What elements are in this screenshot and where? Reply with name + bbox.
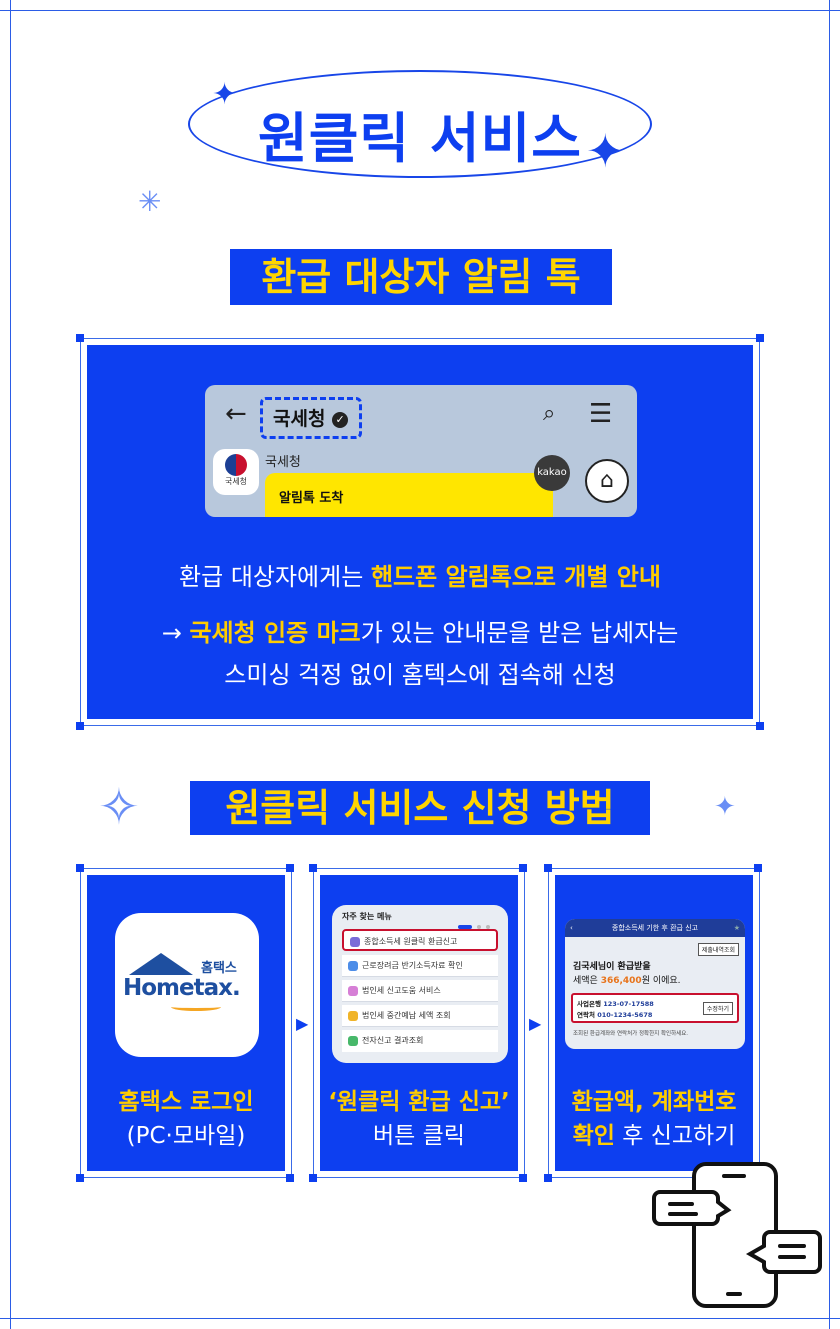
step-arrow-icon: ▶ [529,1014,542,1033]
edit-button[interactable]: 수정하기 [702,1002,733,1015]
confirm-notice: 조회된 환급계좌와 연락처가 정확한지 확인하세요. [573,1031,689,1037]
menu-item-oneclick[interactable]: 종합소득세 원클릭 환급신고 [342,929,498,951]
menu-item-icon [348,961,358,971]
corner-handle [756,722,764,730]
step1-label: 홈택스 로그인 (PC·모바일) [118,1089,254,1149]
history-button[interactable]: 제출내역조회 [697,943,739,956]
step-card-bg: 홈택스 Hometax. 홈택스 로그인 (PC·모바일) [87,875,285,1171]
message-bubble-text: 알림톡 도착 [279,491,344,506]
hometax-app-icon[interactable]: 홈택스 Hometax. [115,913,259,1057]
menu-item-icon [348,1036,358,1046]
pager-dots [458,914,498,948]
menu-item-icon [348,1011,358,1021]
step-card-login: 홈택스 Hometax. 홈택스 로그인 (PC·모바일) [80,868,292,1178]
search-icon[interactable]: ⌕ [543,401,556,426]
back-arrow-icon: ← [225,399,247,429]
verified-check-icon: ✓ [332,411,349,428]
main-title: 원클릭 서비스 [258,107,582,170]
frame-line-bottom [0,1318,840,1319]
notification-panel: ← 국세청 ✓ ⌕ ☰ 국세청 국세청 알림톡 도착 kakao ⌂ 환급 대상… [80,338,760,726]
notice-line-2-highlight: 국세청 인증 마크 [189,619,361,647]
account-info-box: 사업은행 123-07-17588 연락처 010-1234-5678 수정하기 [571,993,739,1023]
bank-row: 사업은행 123-07-17588 [577,1000,654,1008]
frame-line-left [10,0,11,1329]
logo-swoosh [171,1003,221,1011]
menu-item-icon [350,937,360,947]
menu-item-icon [348,986,358,996]
menu-item[interactable]: 법인세 신고도움 서비스 [342,980,498,1002]
house-roof-icon [129,953,193,975]
menu-icon[interactable]: ☰ [589,399,613,429]
menu-item[interactable]: 법인세 중간예납 세액 조회 [342,1005,498,1027]
kakao-badge-icon: kakao [534,455,570,491]
sparkle-icon: ✦ [586,124,625,178]
corner-handle [756,334,764,342]
sparkle-icon: ✦ [212,77,238,112]
back-chevron-icon[interactable]: ‹ [570,924,573,932]
menu-screen-mock: 자주 찾는 메뉴 종합소득세 원클릭 환급신고 근로장려금 반기소득자료 확인 … [332,905,508,1063]
refund-screen-mock: ‹ 종합소득세 기한 후 환급 신고 ★ 제출내역조회 김국세님이 환급받을 세… [565,919,745,1049]
step2-label: ‘원클릭 환급 신고’ 버튼 클릭 [328,1089,510,1149]
notice-line-1-highlight: 핸드폰 알림톡으로 개별 안내 [370,563,661,591]
step3-label: 환급액, 계좌번호 확인 후 신고하기 [571,1089,737,1149]
step-card-bg: ‹ 종합소득세 기한 후 환급 신고 ★ 제출내역조회 김국세님이 환급받을 세… [555,875,753,1171]
refund-screen-header: ‹ 종합소득세 기한 후 환급 신고 ★ [565,919,745,937]
corner-handle [544,864,552,872]
notice-line-1: 환급 대상자에게는 핸드폰 알림톡으로 개별 안내 [179,563,661,591]
corner-handle [76,722,84,730]
sender-name: 국세청 [265,455,301,470]
chat-header-name: 국세청 ✓ [273,404,349,431]
step-card-confirm: ‹ 종합소득세 기한 후 환급 신고 ★ 제출내역조회 김국세님이 환급받을 세… [548,868,760,1178]
corner-handle [309,864,317,872]
sender-avatar: 국세청 [213,449,259,495]
verified-highlight-box [260,397,362,439]
logo-small-text: 홈택스 [201,961,237,976]
logo-main-text: Hometax. [123,975,241,1001]
kakao-chat-mock: ← 국세청 ✓ ⌕ ☰ 국세청 국세청 알림톡 도착 kakao ⌂ [205,385,637,517]
title-badge: 원클릭 서비스 [188,70,652,178]
refund-line-2: 세액은 366,400원 이에요. [573,976,681,986]
phone-chat-illustration [652,1162,822,1308]
corner-handle [76,334,84,342]
home-icon[interactable]: ⌂ [585,459,629,503]
star-icon[interactable]: ★ [733,924,740,932]
avatar-label: 국세청 [224,477,248,486]
menu-item[interactable]: 전자신고 결과조회 [342,1030,498,1052]
corner-handle [519,1174,527,1182]
emblem-icon [225,454,247,476]
menu-title: 자주 찾는 메뉴 [342,912,392,921]
title-ellipse [188,70,652,178]
corner-handle [76,864,84,872]
corner-handle [519,864,527,872]
sparkle-icon: ✦ [714,792,736,822]
section2-heading: 원클릭 서비스 신청 방법 [190,781,650,835]
refund-line-1: 김국세님이 환급받을 [573,962,651,972]
corner-handle [309,1174,317,1182]
frame-line-top [0,10,840,11]
frame-line-right [829,0,830,1329]
notification-panel-bg: ← 국세청 ✓ ⌕ ☰ 국세청 국세청 알림톡 도착 kakao ⌂ 환급 대상… [87,345,753,719]
notice-line-3: 스미싱 걱정 없이 홈텍스에 접속해 신청 [224,661,616,689]
menu-item[interactable]: 근로장려금 반기소득자료 확인 [342,955,498,977]
refund-amount: 366,400 [600,976,642,986]
corner-handle [754,864,762,872]
notice-line-2: → 국세청 인증 마크가 있는 안내문을 받은 납세자는 [161,619,679,647]
asterisk-icon: ✳ [138,185,162,218]
corner-handle [286,864,294,872]
section1-heading: 환급 대상자 알림 톡 [230,249,612,305]
message-bubble: 알림톡 도착 [265,473,553,517]
phone-row: 연락처 010-1234-5678 [577,1011,653,1019]
corner-handle [544,1174,552,1182]
step-card-click: 자주 찾는 메뉴 종합소득세 원클릭 환급신고 근로장려금 반기소득자료 확인 … [313,868,525,1178]
step-arrow-icon: ▶ [296,1014,309,1033]
corner-handle [286,1174,294,1182]
step-card-bg: 자주 찾는 메뉴 종합소득세 원클릭 환급신고 근로장려금 반기소득자료 확인 … [320,875,518,1171]
corner-handle [76,1174,84,1182]
sparkle-icon: ✧ [98,778,140,836]
